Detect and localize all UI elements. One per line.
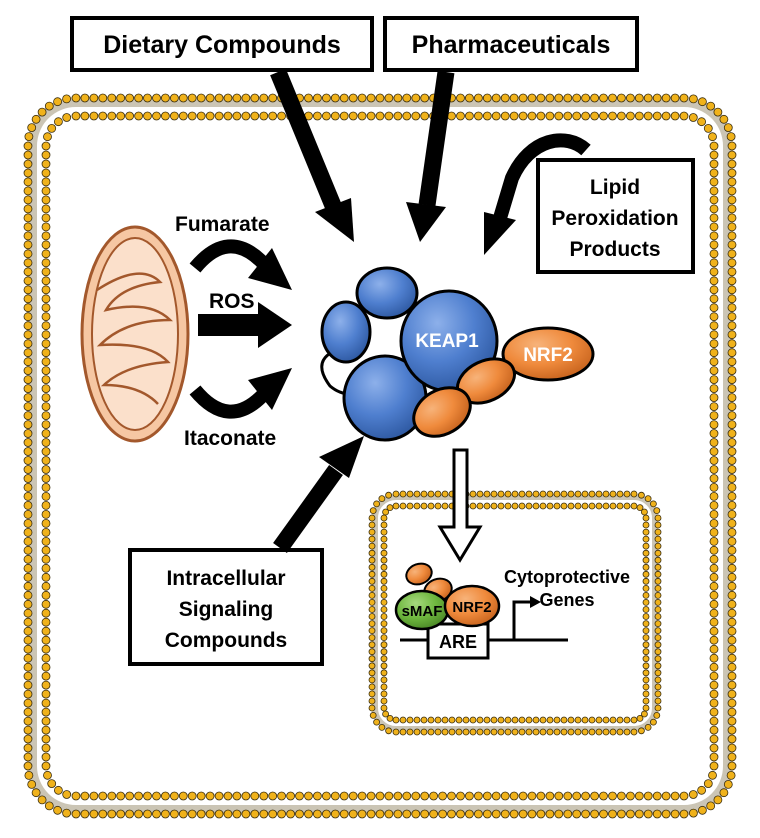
lipid-peroxidation-box: Lipid Peroxidation Products xyxy=(536,158,695,274)
itaconate-arrow xyxy=(189,368,292,419)
intracellular-line-3: Compounds xyxy=(165,629,287,652)
dietary-arrow xyxy=(270,68,354,242)
lipid-line-2: Peroxidation xyxy=(551,207,678,230)
cell-membrane-icon xyxy=(23,93,737,819)
lipid-line-3: Products xyxy=(569,238,660,261)
dietary-compounds-label: Dietary Compounds xyxy=(103,31,341,59)
nrf2-complex-label: NRF2 xyxy=(523,345,573,366)
intracellular-arrow xyxy=(273,436,364,553)
mitochondrion-icon xyxy=(80,225,190,443)
intracellular-line-2: Signaling xyxy=(179,598,274,621)
nrf2-nuclear-label: NRF2 xyxy=(452,599,491,616)
are-label: ARE xyxy=(439,632,477,652)
are-box: ARE xyxy=(426,622,490,660)
pharma-arrow xyxy=(406,70,455,242)
nrf2-smaf-complex-icon xyxy=(394,562,501,631)
smaf-label: sMAF xyxy=(402,603,443,620)
keap1-nrf2-complex-icon xyxy=(320,266,595,442)
lipid-line-1: Lipid xyxy=(590,176,640,199)
lipid-arrow xyxy=(484,133,591,255)
intracellular-signaling-box: Intracellular Signaling Compounds xyxy=(128,548,324,666)
keap1-label: KEAP1 xyxy=(415,331,479,352)
nuclear-translocation-arrow xyxy=(437,448,483,563)
ros-arrow xyxy=(198,302,292,348)
fumarate-label: Fumarate xyxy=(175,213,270,236)
dietary-compounds-box: Dietary Compounds xyxy=(70,16,374,72)
fumarate-arrow xyxy=(189,239,292,290)
pharmaceuticals-label: Pharmaceuticals xyxy=(412,31,611,59)
cytoprotective-label: Cytoprotective xyxy=(504,567,630,587)
intracellular-line-1: Intracellular xyxy=(166,567,285,590)
nuclear-membrane-icon xyxy=(368,490,662,736)
itaconate-label: Itaconate xyxy=(184,427,276,450)
pharmaceuticals-box: Pharmaceuticals xyxy=(383,16,639,72)
ros-label: ROS xyxy=(209,290,255,313)
genes-label: Genes xyxy=(539,590,594,610)
